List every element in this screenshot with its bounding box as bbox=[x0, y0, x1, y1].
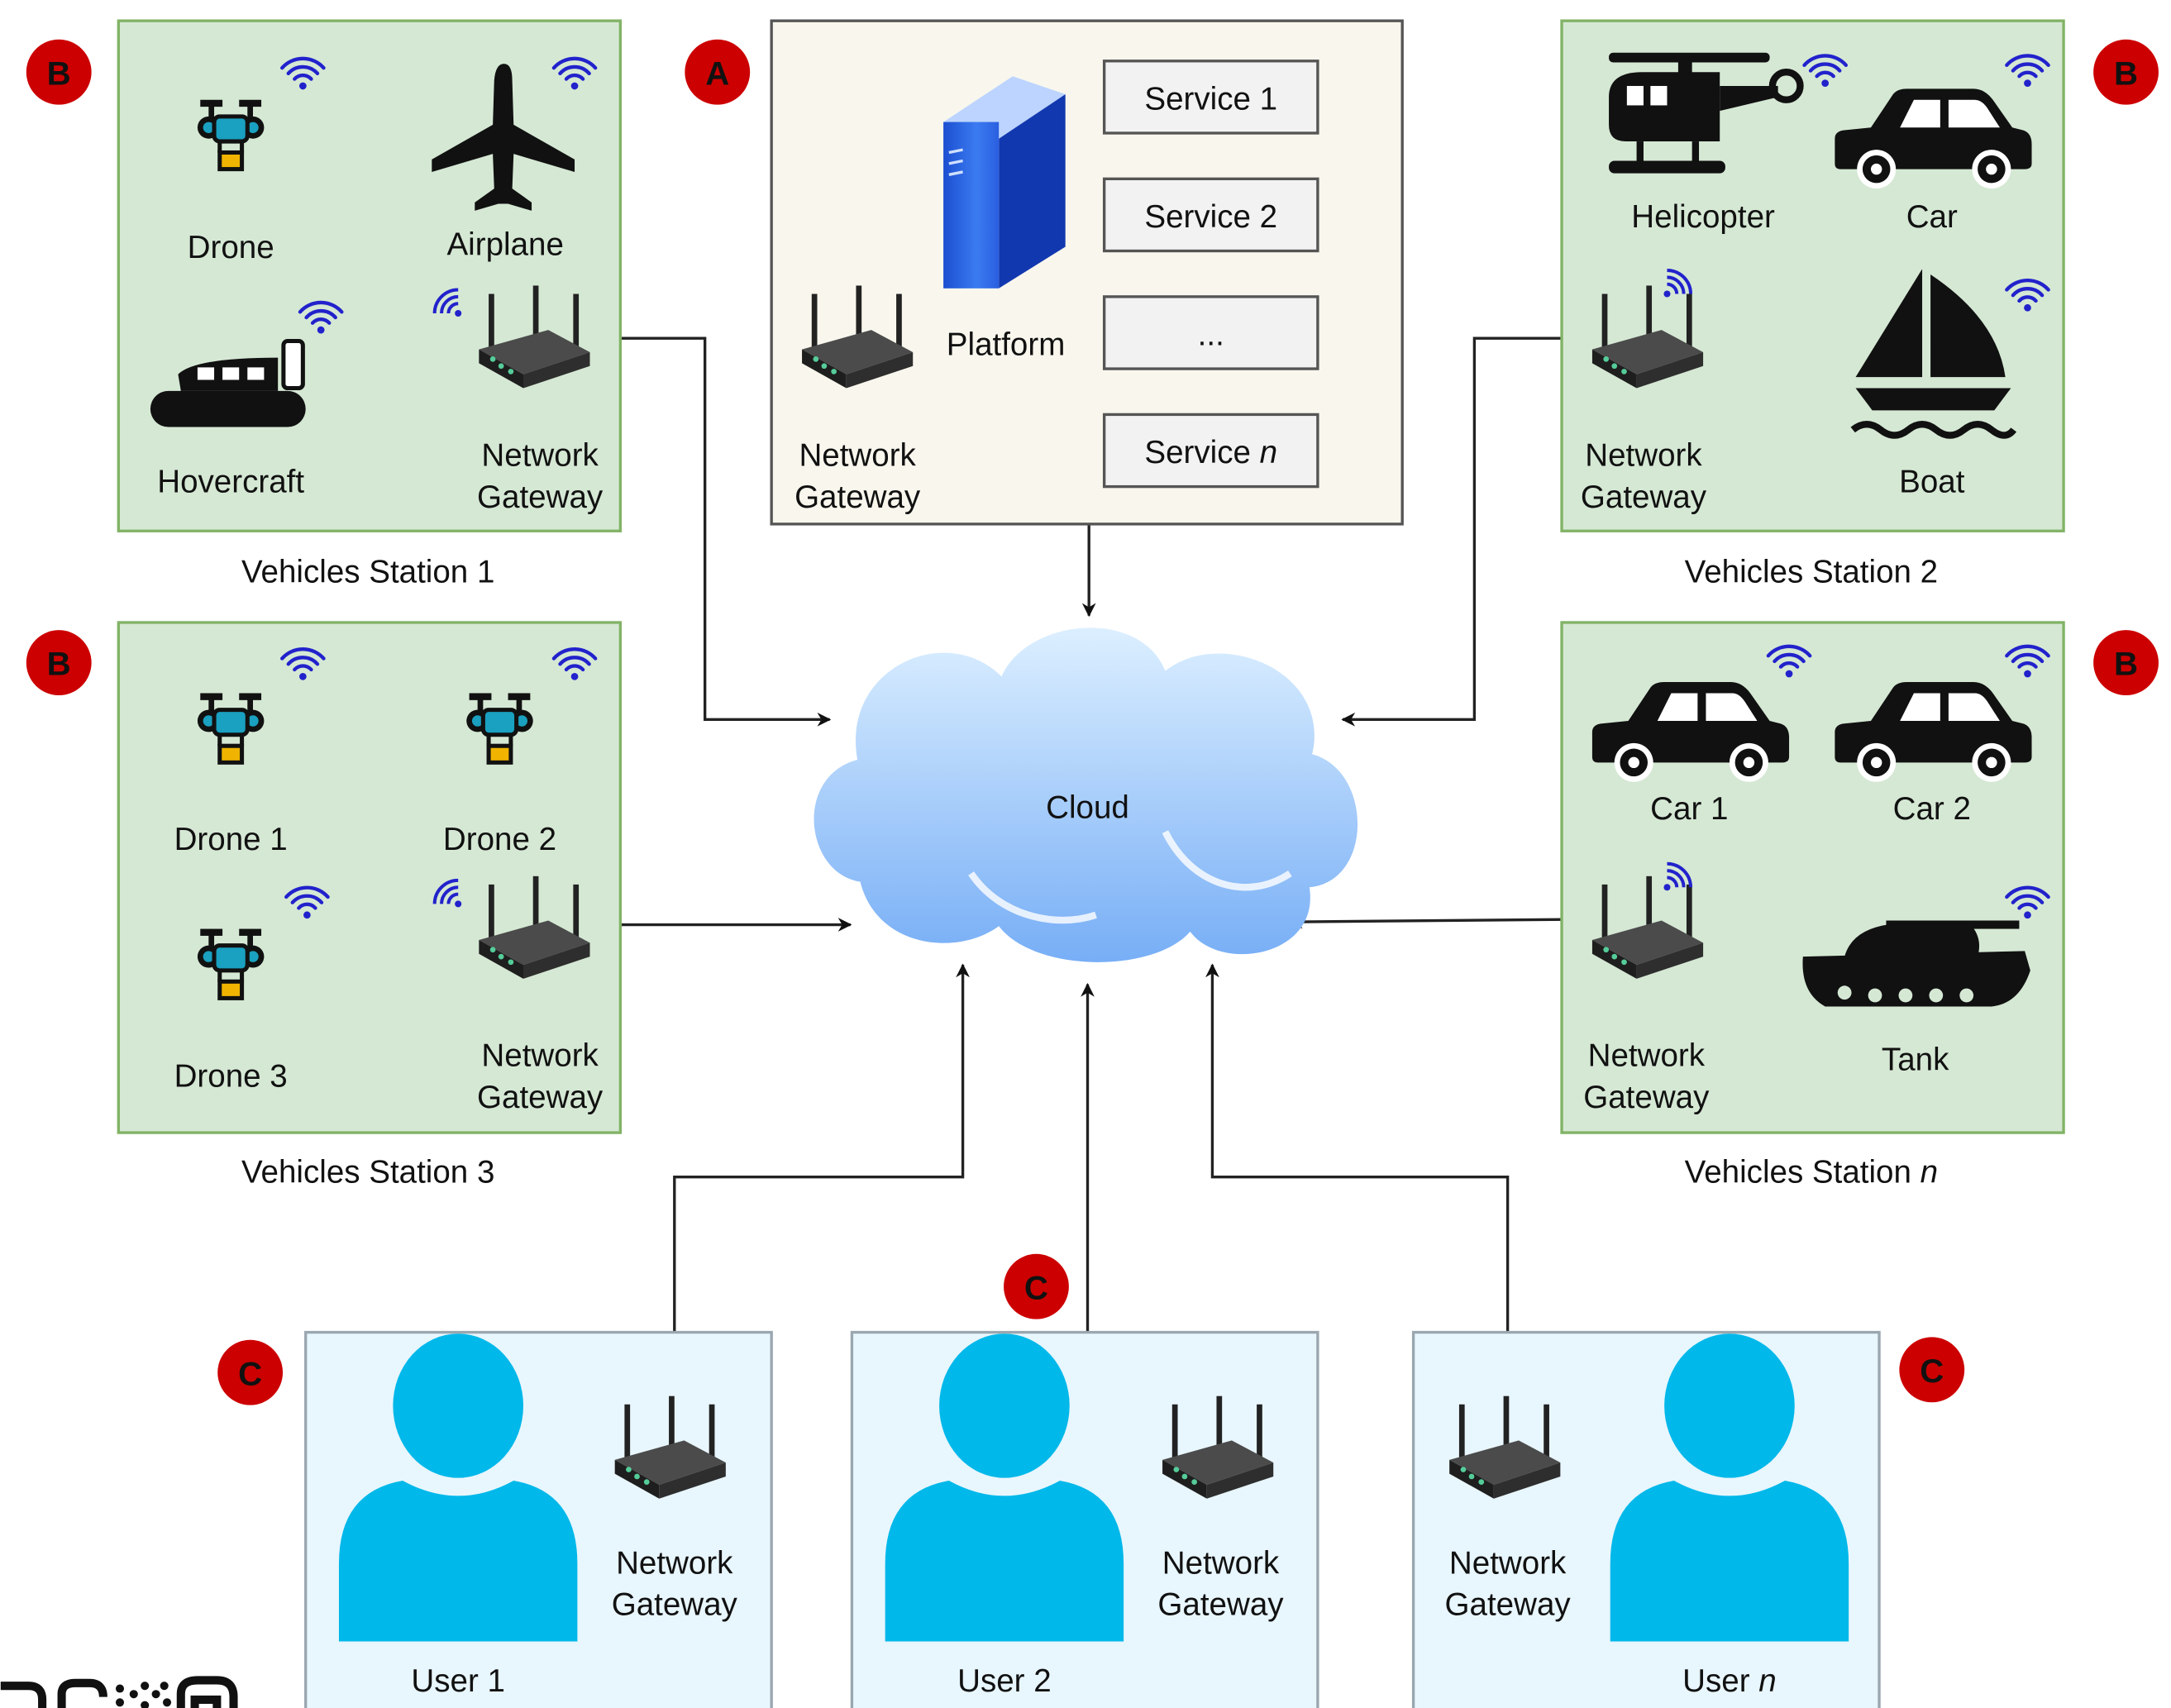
tank-icon bbox=[1802, 920, 2030, 1007]
marker-a: A bbox=[680, 35, 755, 109]
svg-text:B: B bbox=[2114, 646, 2138, 683]
gateway-label-line2: Gateway bbox=[612, 1587, 738, 1623]
gateway-label-line1: Network bbox=[1588, 1038, 1706, 1074]
vehicle-label-drone-3: Drone 3 bbox=[174, 1059, 288, 1095]
gateway-label-line1: Network bbox=[481, 437, 599, 473]
gateway-label-line1: Network bbox=[616, 1545, 733, 1581]
platform-panel: Platform Network Gateway Service 1 Servi… bbox=[680, 19, 1404, 526]
vehicles-station-1: B Drone Airplane Hovercraft Network Gate… bbox=[21, 19, 623, 589]
hovercraft-icon bbox=[150, 339, 306, 427]
vehicle-label-helicopter: Helicopter bbox=[1631, 199, 1775, 235]
user-2-panel: C Network Gateway User 2 bbox=[850, 1249, 1319, 1708]
vehicle-label-tank: Tank bbox=[1882, 1042, 1949, 1078]
gateway-label-line2: Gateway bbox=[1157, 1587, 1284, 1623]
platform-gateway-line2: Gateway bbox=[794, 479, 921, 515]
svg-text:C: C bbox=[1920, 1353, 1944, 1390]
marker-b-station-3: B bbox=[21, 626, 96, 700]
connector-user1-cloud bbox=[673, 963, 970, 1373]
gateway-label-line1: Network bbox=[1162, 1545, 1280, 1581]
user-1-panel: C Network Gateway User 1 bbox=[213, 1330, 773, 1708]
platform-gateway-line1: Network bbox=[799, 437, 916, 473]
vehicle-label-car-1: Car 1 bbox=[1650, 791, 1728, 827]
marker-c-user-2: C bbox=[1000, 1249, 1073, 1324]
vehicles-station-3: B Drone 1 Drone 2 Drone 3 Network Gatewa… bbox=[21, 621, 623, 1190]
vehicle-label-hovercraft: Hovercraft bbox=[157, 464, 304, 499]
vehicle-label-drone-2: Drone 2 bbox=[443, 822, 556, 857]
service-label-ellipsis: ... bbox=[1198, 317, 1224, 353]
service-box-1 bbox=[1102, 60, 1319, 135]
station-n-title: Vehicles Station n bbox=[1685, 1154, 1938, 1190]
corner-logo-fragment bbox=[0, 1676, 238, 1708]
connector-stationn-cloud bbox=[1288, 914, 1596, 929]
service-label-2: Service 2 bbox=[1144, 199, 1277, 235]
helicopter-icon bbox=[1609, 52, 1804, 174]
gateway-label-line1: Network bbox=[1585, 437, 1702, 473]
marker-c-user-1: C bbox=[213, 1335, 288, 1410]
service-list: Service 1 Service 2 ... Service n bbox=[1102, 60, 1319, 489]
user-n-panel: C Network Gateway User n bbox=[1411, 1330, 1969, 1708]
airplane-icon bbox=[432, 64, 575, 211]
svg-text:B: B bbox=[2114, 55, 2138, 92]
marker-b-station-n: B bbox=[2089, 626, 2163, 700]
vehicle-label-car-2: Car 2 bbox=[1893, 791, 1971, 827]
vehicles-station-2: B Helicopter Car Network Gateway Boat bbox=[1560, 19, 2163, 589]
boat-icon bbox=[1850, 269, 2017, 439]
server-icon bbox=[943, 76, 1066, 289]
vehicle-label-drone-1: Drone 1 bbox=[174, 822, 288, 857]
vehicle-label-boat: Boat bbox=[1899, 464, 1965, 499]
connector-usern-cloud bbox=[1205, 963, 1510, 1373]
gateway-label-line2: Gateway bbox=[1581, 479, 1707, 515]
cloud: Cloud bbox=[814, 627, 1358, 962]
marker-c-user-n: C bbox=[1895, 1333, 1969, 1407]
service-label-1: Service 1 bbox=[1144, 81, 1277, 117]
gateway-label-line1: Network bbox=[481, 1038, 599, 1074]
user-n-label: User n bbox=[1682, 1663, 1777, 1699]
vehicle-label-car: Car bbox=[1906, 199, 1958, 235]
connector-station2-cloud bbox=[1341, 336, 1596, 727]
svg-text:B: B bbox=[47, 646, 71, 683]
service-box-n bbox=[1102, 413, 1319, 489]
user-2-label: User 2 bbox=[957, 1663, 1052, 1699]
svg-text:C: C bbox=[238, 1355, 262, 1392]
svg-text:C: C bbox=[1024, 1269, 1048, 1306]
vehicle-label-airplane: Airplane bbox=[446, 227, 563, 263]
gateway-label-line1: Network bbox=[1449, 1545, 1567, 1581]
station-2-title: Vehicles Station 2 bbox=[1685, 554, 1938, 589]
service-box-2 bbox=[1102, 177, 1319, 253]
connector-user2-cloud bbox=[1081, 982, 1219, 1377]
gateway-label-line2: Gateway bbox=[477, 479, 604, 515]
corner-logo-dots bbox=[115, 1682, 172, 1708]
service-label-n: Service n bbox=[1144, 435, 1277, 470]
user-1-label: User 1 bbox=[411, 1663, 505, 1699]
connector-station1-cloud bbox=[594, 336, 832, 727]
station-1-title: Vehicles Station 1 bbox=[241, 554, 494, 589]
service-box-ellipsis bbox=[1102, 295, 1319, 370]
gateway-label-line2: Gateway bbox=[1583, 1080, 1710, 1115]
svg-text:B: B bbox=[47, 55, 71, 92]
marker-b-station-1: B bbox=[21, 35, 96, 109]
gateway-label-line2: Gateway bbox=[1445, 1587, 1572, 1623]
cloud-label: Cloud bbox=[1046, 790, 1129, 825]
marker-b-station-2: B bbox=[2089, 35, 2163, 109]
station-3-title: Vehicles Station 3 bbox=[241, 1154, 494, 1190]
vehicles-station-n: B Car 1 Car 2 Network Gateway Tank Vehic… bbox=[1560, 621, 2163, 1190]
svg-text:A: A bbox=[705, 55, 729, 92]
cloud-shape bbox=[814, 627, 1358, 962]
vehicle-label-drone: Drone bbox=[188, 230, 274, 265]
gateway-label-line2: Gateway bbox=[477, 1080, 604, 1115]
platform-label: Platform bbox=[947, 327, 1066, 362]
